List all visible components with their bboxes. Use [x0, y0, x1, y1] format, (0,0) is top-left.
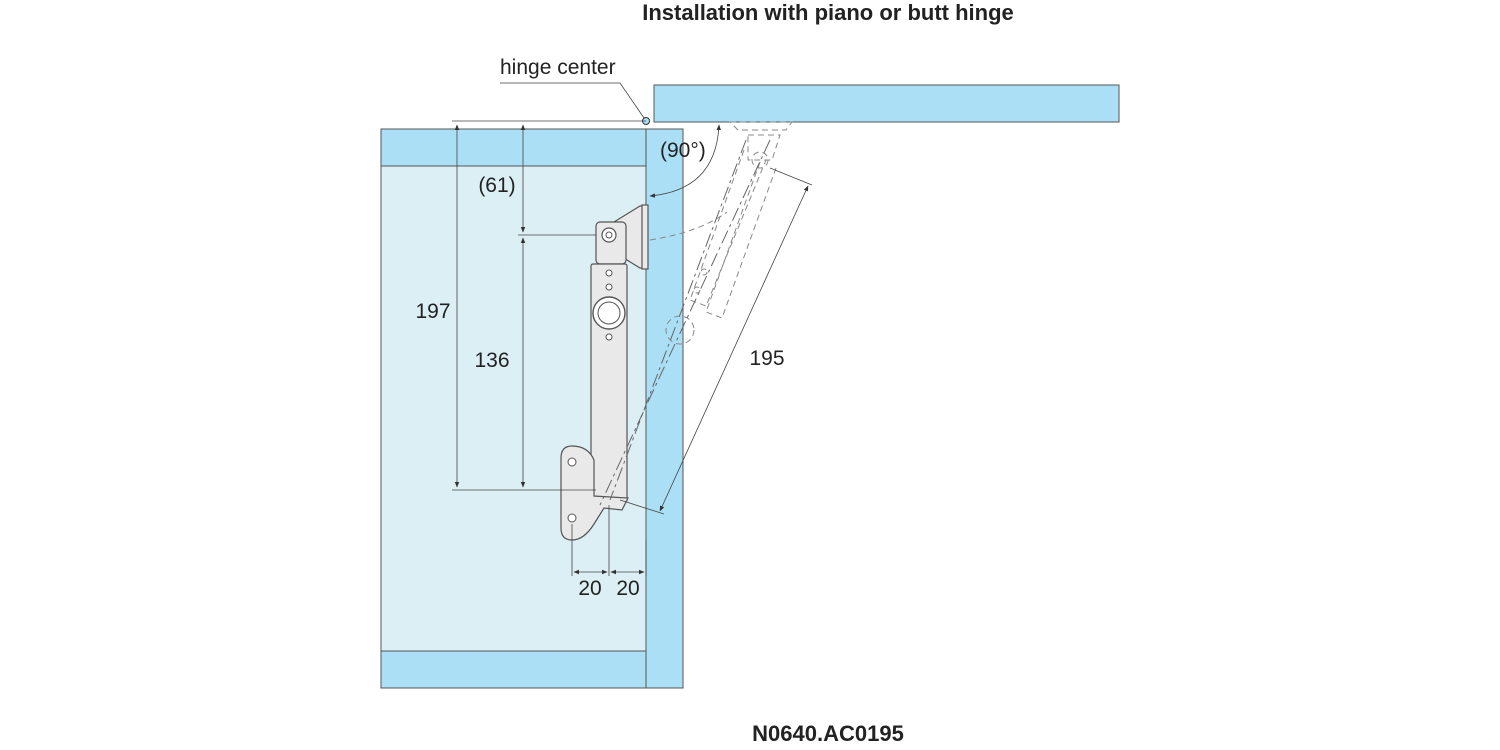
dim-top-offset-label: (61): [478, 174, 515, 197]
cabinet-top-panel: [380, 128, 647, 167]
dim-stay-length-label: 136: [474, 349, 509, 372]
adjustment-knob-inner: [597, 301, 621, 325]
dim-bottom-offsets: 20 20: [571, 505, 647, 600]
hinge-center-leader: [500, 82, 645, 119]
part-number: N0640.AC0195: [752, 721, 904, 746]
open-lid-panel: [653, 84, 1120, 123]
hinge-center-label: hinge center: [500, 56, 616, 79]
mount-screw-hole-lower: [567, 513, 577, 523]
dim-stroke-length-label: 195: [749, 347, 784, 370]
upper-pivot-pin: [605, 231, 613, 239]
dim-right-offset-label: 20: [616, 577, 639, 600]
dim-stay-length: 136: [474, 237, 526, 488]
mount-screw-hole-upper: [567, 457, 577, 467]
dim-overall-height-label: 197: [415, 300, 450, 323]
cylinder-hole-2: [605, 283, 613, 291]
cabinet-side-panel: [645, 128, 684, 689]
cylinder-hole-3: [605, 333, 613, 341]
bottom-mount-bracket: [560, 445, 629, 541]
dim-top-offset: (61): [478, 124, 596, 236]
dim-left-offset-label: 20: [578, 577, 601, 600]
cabinet-bottom-panel: [380, 650, 647, 689]
lid-stay-closed: [560, 204, 649, 541]
angle-label: (90°): [660, 139, 706, 162]
dim-overall-height: 197: [415, 120, 646, 491]
cylinder-hole-1: [605, 269, 613, 277]
drawing-title: Installation with piano or butt hinge: [642, 0, 1014, 25]
dim-stroke-length: 195: [619, 167, 813, 515]
side-bracket-plate: [641, 204, 649, 270]
upper-pivot-hole: [601, 227, 617, 243]
